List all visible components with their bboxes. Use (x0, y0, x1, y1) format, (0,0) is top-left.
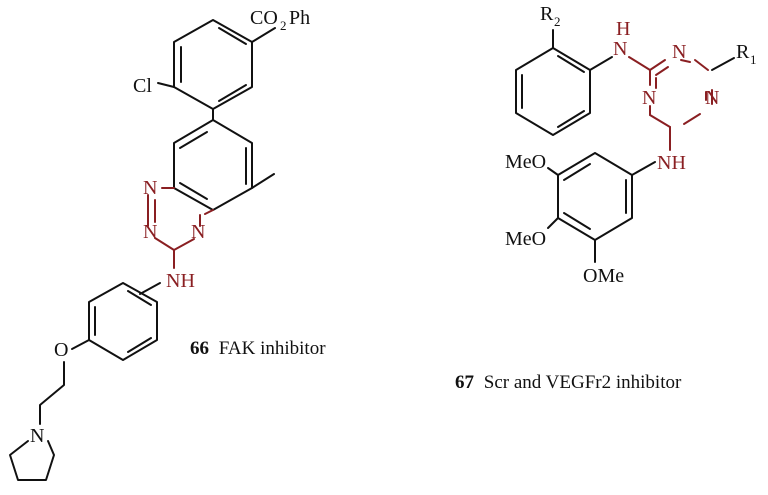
r1-bond (711, 57, 735, 71)
triazine-n2-67-label: N (642, 87, 656, 109)
top-nh-h-label: H (616, 18, 630, 40)
benzo-ring (173, 119, 253, 211)
caption-66-text: FAK inhibitor (219, 338, 326, 359)
ester-benzene-ring (173, 19, 253, 110)
caption-66: 66 FAK inhibitor (190, 338, 326, 359)
triazine-n3-label: N (191, 221, 205, 243)
top-nh-n-label: N (613, 38, 627, 60)
caption-66-number: 66 (190, 338, 209, 359)
caption-67: 67 Scr and VEGFr2 inhibitor (455, 372, 682, 393)
anilino-bond (589, 56, 613, 71)
bottom-nh-label: NH (657, 152, 686, 174)
chloro-bond (157, 82, 175, 88)
ether-o-label: O (54, 339, 68, 361)
bottom-nh-aryl-bond (631, 161, 656, 176)
triazine-n2-label: N (143, 221, 157, 243)
ethyl-linker (39, 361, 65, 425)
caption-67-number: 67 (455, 372, 475, 393)
caption-67-text: Scr and VEGFr2 inhibitor (484, 372, 682, 393)
ome2-bond (547, 217, 559, 229)
r2-subscript: 2 (554, 14, 561, 29)
ester-co-label: CO (250, 7, 278, 29)
triazine-nh-label: NH (166, 270, 195, 292)
ester-subscript: 2 (280, 18, 287, 33)
ether-bond (71, 339, 90, 350)
ester-bond (251, 27, 276, 43)
r1-label: R (736, 41, 750, 63)
triazine-n3-67-label: N (705, 87, 719, 109)
chloro-label: Cl (133, 75, 152, 97)
compound-66-structure: CO 2 Ph Cl N N N NH (9, 7, 310, 481)
ome2-label: MeO (505, 228, 546, 250)
compound-67-structure: R 2 N H N N N (505, 3, 757, 287)
triazine-ring-66 (147, 187, 214, 269)
r1-subscript: 1 (750, 52, 757, 67)
trimethoxyphenyl-ring (557, 152, 633, 241)
pyrrolidine-n-label: N (30, 425, 44, 447)
triazine-n1-label: N (143, 177, 157, 199)
pyrrolidine-ring (9, 440, 55, 481)
triazine-n1-67-label: N (672, 41, 686, 63)
r2-label: R (540, 3, 554, 25)
ome1-label: MeO (505, 151, 546, 173)
para-phenyl-ring (88, 282, 158, 361)
ome3-label: OMe (583, 265, 624, 287)
ome1-bond (547, 167, 559, 176)
anilino-phenyl-ring (515, 47, 591, 136)
triazine-ring-67 (628, 56, 713, 151)
nh-aryl-bond (139, 282, 161, 295)
ester-ph-label: Ph (289, 7, 310, 29)
methyl-bond (251, 173, 275, 189)
